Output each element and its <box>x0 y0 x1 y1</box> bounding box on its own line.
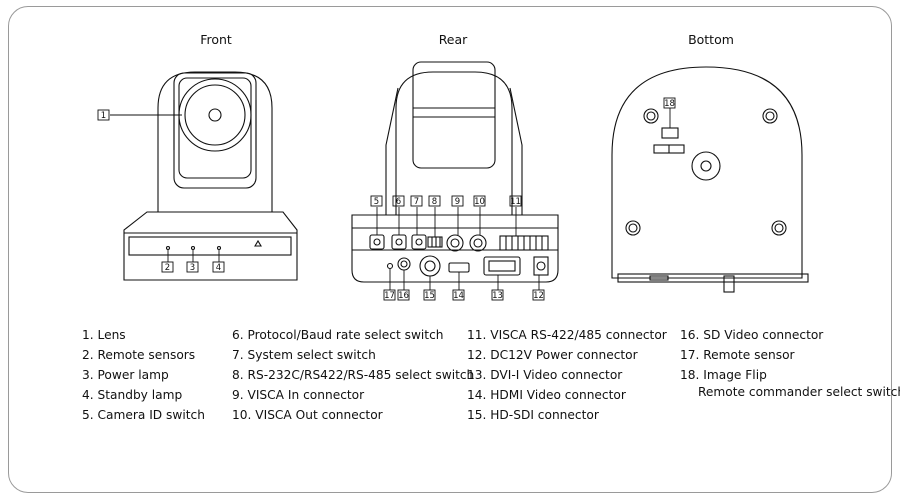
legend-item: 14. HDMI Video connector <box>467 388 626 402</box>
legend-item: 8. RS-232C/RS422/RS-485 select switch <box>232 368 475 382</box>
standby-lamp-marker <box>216 245 222 251</box>
rear-head-panel <box>412 61 496 169</box>
visca-in-connector <box>446 234 464 252</box>
legend-item: 7. System select switch <box>232 348 376 362</box>
legend-item: 3. Power lamp <box>82 368 169 382</box>
legend-item: 16. SD Video connector <box>680 328 824 342</box>
front-view-drawing <box>123 71 298 281</box>
callout-3: 3 <box>190 263 195 273</box>
front-sensor-panel <box>128 236 292 256</box>
legend-item: 12. DC12V Power connector <box>467 348 638 362</box>
callout-10: 10 <box>474 197 485 207</box>
legend-item: 18. Image Flip <box>680 368 767 382</box>
legend-column-4: 16. SD Video connector 17. Remote sensor… <box>680 325 900 399</box>
callout-15: 15 <box>424 291 435 301</box>
callout-5: 5 <box>374 197 379 207</box>
callout-9: 9 <box>455 197 460 207</box>
front-lens <box>178 78 252 152</box>
hd-sdi-connector <box>419 255 441 277</box>
callout-12: 12 <box>533 291 544 301</box>
bottom-screw-hole <box>762 108 778 124</box>
callout-14: 14 <box>453 291 464 301</box>
diagram-frame <box>8 6 892 493</box>
hdmi-connector <box>448 262 470 273</box>
bottom-view-title: Bottom <box>688 32 734 47</box>
callout-11: 11 <box>510 197 521 207</box>
legend-column-3: 11. VISCA RS-422/485 connector 12. DC12V… <box>467 325 667 425</box>
rear-view-drawing <box>351 61 559 283</box>
front-base-body <box>123 211 298 281</box>
visca-out-connector <box>469 234 487 252</box>
rear-head-housing <box>395 71 513 216</box>
dvi-connector <box>483 256 521 276</box>
rear-base-body <box>351 214 559 283</box>
bottom-plate <box>611 66 803 279</box>
image-flip-switch <box>661 127 679 139</box>
legend-item: 11. VISCA RS-422/485 connector <box>467 328 667 342</box>
leader-lines <box>110 108 671 290</box>
callout-8: 8 <box>432 197 437 207</box>
legend-item: 17. Remote sensor <box>680 348 795 362</box>
front-head-housing <box>157 71 273 213</box>
callout-2: 2 <box>165 263 170 273</box>
system-switch <box>411 234 427 250</box>
legend-item: 6. Protocol/Baud rate select switch <box>232 328 444 342</box>
callout-numbers: 1 2 3 4 5 6 7 8 9 10 11 17 16 15 14 13 1… <box>101 99 675 301</box>
remote-sensor-marker-right <box>254 239 262 247</box>
protocol-switch <box>391 234 407 250</box>
callout-boxes <box>97 97 676 301</box>
callout-16: 16 <box>398 291 409 301</box>
callout-4: 4 <box>216 263 221 273</box>
remote-sensor-marker-left <box>165 245 171 251</box>
callout-7: 7 <box>414 197 419 207</box>
bottom-screw-hole <box>625 220 641 236</box>
bottom-view-drawing <box>611 66 809 293</box>
legend-item: 1. Lens <box>82 328 126 342</box>
tripod-mount <box>691 151 721 181</box>
legend-column-2: 6. Protocol/Baud rate select switch 7. S… <box>232 325 474 425</box>
legend-item: 5. Camera ID switch <box>82 408 205 422</box>
bottom-screw-hole <box>643 108 659 124</box>
remote-sensor-rear <box>386 262 394 270</box>
legend-item: 13. DVI-I Video connector <box>467 368 623 382</box>
power-lamp-marker <box>190 245 196 251</box>
legend-item: 9. VISCA In connector <box>232 388 365 402</box>
legend-column-1: 1. Lens 2. Remote sensors 3. Power lamp … <box>82 325 205 425</box>
front-view-title: Front <box>200 32 232 47</box>
legend-item: 4. Standby lamp <box>82 388 183 402</box>
callout-1: 1 <box>101 111 106 121</box>
callout-13: 13 <box>492 291 503 301</box>
callout-6: 6 <box>396 197 401 207</box>
legend-item: 2. Remote sensors <box>82 348 196 362</box>
callout-18: 18 <box>664 99 675 109</box>
legend-item-continuation: Remote commander select switch <box>698 385 900 399</box>
camera-id-switch <box>369 234 385 250</box>
front-lens-bezel <box>173 72 257 189</box>
sd-video-connector <box>397 257 411 271</box>
rear-view-title: Rear <box>438 32 468 47</box>
callout-17: 17 <box>384 291 395 301</box>
legend-item: 15. HD-SDI connector <box>467 408 599 422</box>
bottom-screw-hole <box>771 220 787 236</box>
legend-item: 10. VISCA Out connector <box>232 408 383 422</box>
dc12v-connector <box>533 256 549 276</box>
